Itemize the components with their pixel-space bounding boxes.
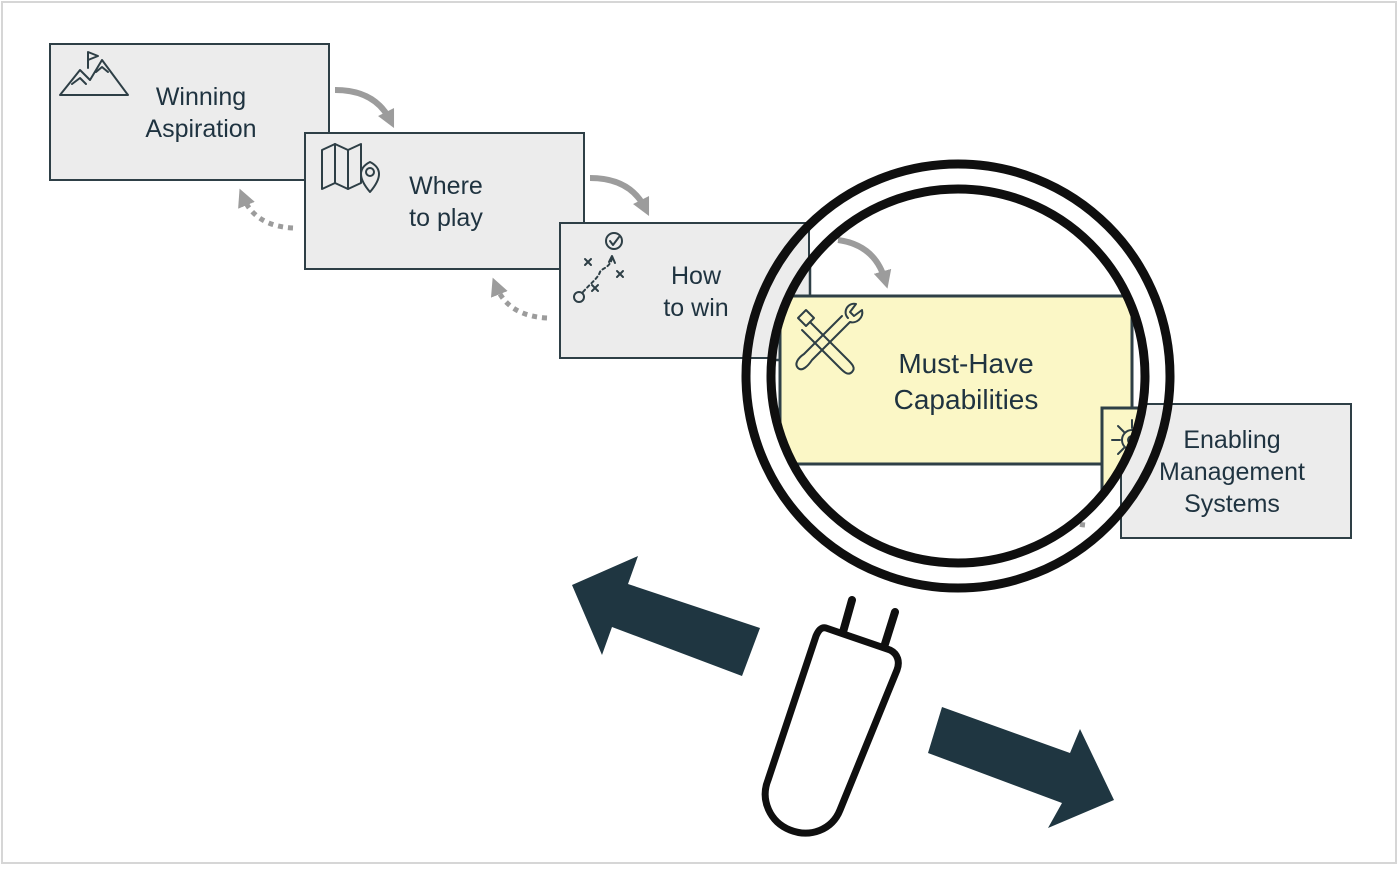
tools-icon [795, 302, 864, 375]
feedback-arrow [490, 277, 548, 321]
magnifying-glass-icon [741, 159, 1175, 837]
step-how-to-win: How to win [559, 222, 810, 359]
step-label: Enabling Management Systems [1159, 426, 1305, 518]
right-direction-arrow [928, 707, 1114, 828]
left-direction-arrow [572, 556, 760, 676]
map-pin-icon [321, 143, 380, 193]
step-label: Winning Aspiration [145, 83, 257, 143]
step-winning-aspiration: Winning Aspiration [49, 43, 330, 181]
forward-arrow [334, 87, 395, 129]
mountain-flag-icon [59, 51, 129, 96]
feedback-arrow [238, 188, 294, 231]
forward-arrow [589, 175, 650, 217]
step-label: How to win [663, 262, 729, 322]
step-must-have-capabilities-label: Must-Have Capabilities [893, 348, 1039, 415]
play-strategy-icon [573, 232, 624, 303]
step-where-to-play: Where to play [304, 132, 585, 270]
step-label: Where to play [409, 172, 483, 232]
step-enabling-management-systems: Enabling Management Systems [1120, 403, 1352, 539]
